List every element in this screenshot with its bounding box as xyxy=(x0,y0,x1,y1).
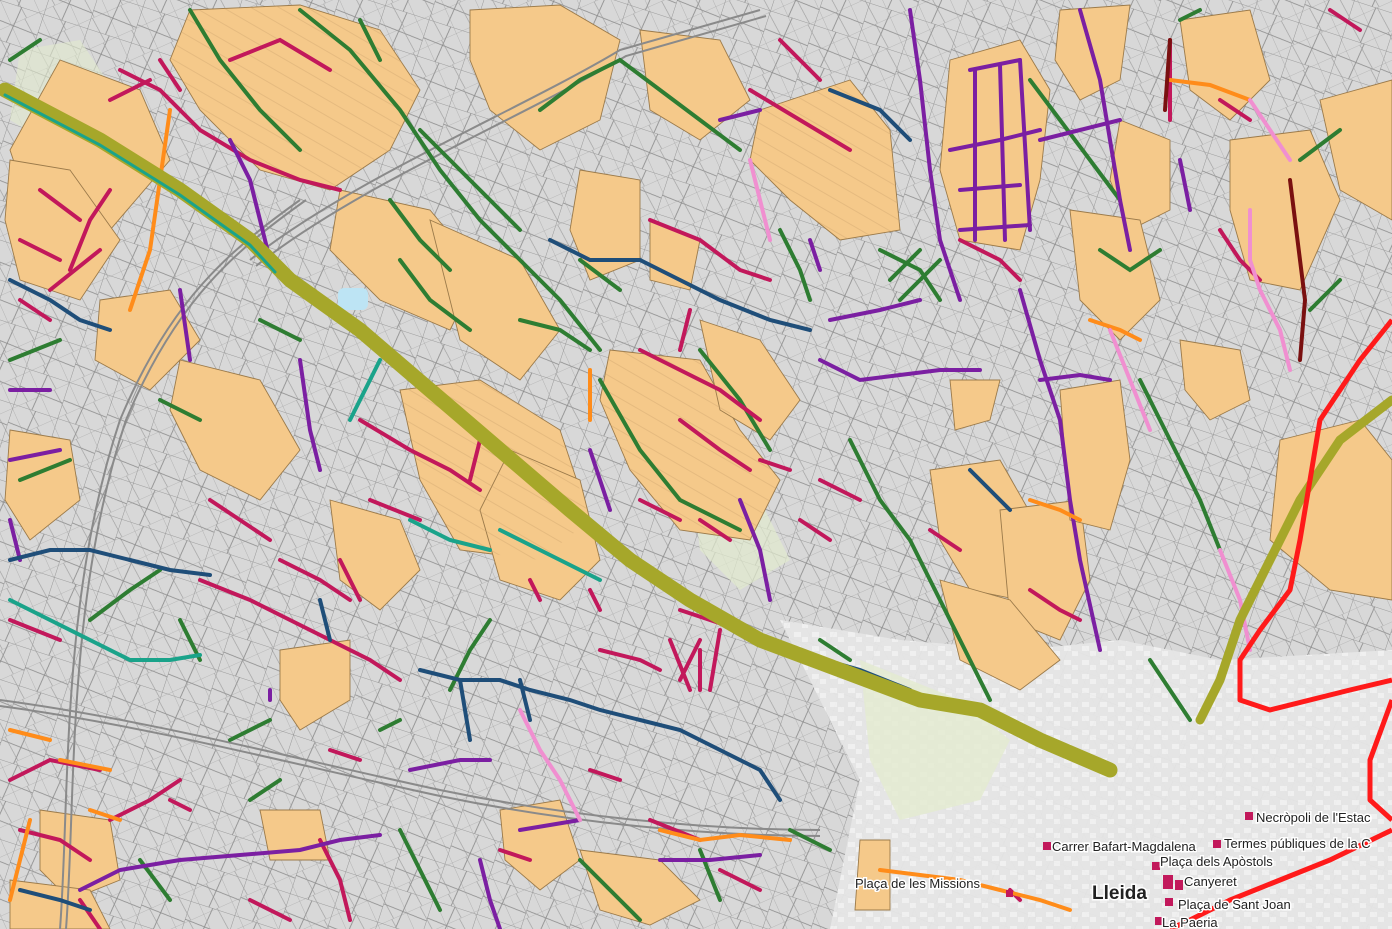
label-termes[interactable]: Termes públiques de la C xyxy=(1223,835,1373,853)
label-city-lleida[interactable]: Lleida xyxy=(1091,882,1149,906)
green-area xyxy=(860,660,1010,820)
heritage-markers xyxy=(1006,812,1253,925)
orange-paths xyxy=(8,78,1252,912)
highway-olive-branch xyxy=(1195,395,1392,725)
label-necropoli[interactable]: Necròpoli de l'Estac xyxy=(1255,809,1373,827)
teal-paths xyxy=(8,358,602,662)
red-road-2 xyxy=(1367,699,1392,822)
road-layer xyxy=(0,9,821,929)
highway-olive xyxy=(0,82,1118,778)
red-road-3 xyxy=(1168,827,1392,929)
water-pond xyxy=(338,288,368,310)
darkred-paths xyxy=(1163,38,1308,362)
navy-paths xyxy=(8,88,1012,912)
place-labels: Necròpoli de l'Estac Carrer Bafart-Magda… xyxy=(854,809,1373,929)
label-missions[interactable]: Plaça de les Missions xyxy=(854,875,982,893)
parcel-subdivisions xyxy=(170,5,900,560)
label-santjoan[interactable]: Plaça de Sant Joan xyxy=(1177,896,1293,914)
label-canyeret[interactable]: Canyeret xyxy=(1183,873,1239,891)
label-apostols[interactable]: Plaça dels Apòstols xyxy=(1159,853,1275,871)
label-paeria[interactable]: La Paeria xyxy=(1161,914,1220,929)
pink-paths xyxy=(518,98,1292,822)
green-paths xyxy=(8,8,1342,922)
purple-paths xyxy=(8,8,1192,929)
label-bafart[interactable]: Carrer Bafart-Magdalena xyxy=(1051,838,1199,856)
red-road xyxy=(1237,318,1392,713)
highway-teal-overlay xyxy=(3,93,277,274)
